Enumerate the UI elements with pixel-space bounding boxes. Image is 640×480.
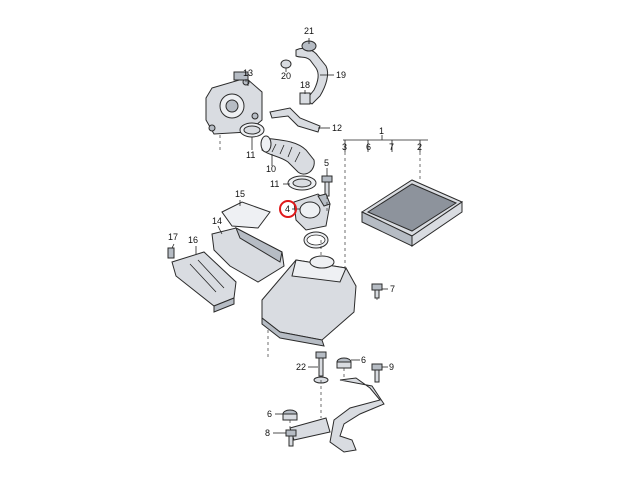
callout-19: 19 [336, 70, 346, 80]
callout-20: 20 [281, 71, 291, 81]
air-filter-housing-part[interactable] [261, 255, 357, 347]
mounting-bracket-part[interactable] [289, 377, 385, 453]
intake-duct-part[interactable] [211, 226, 285, 283]
callout-12: 12 [332, 123, 342, 133]
intake-hose-part[interactable] [260, 135, 315, 175]
assembly-guide-lines [219, 70, 421, 428]
housing-screw-part[interactable] [371, 283, 383, 299]
bolt-part[interactable] [313, 351, 329, 384]
callout-6-nut: 6 [361, 355, 366, 365]
hose-clamp-lower-part[interactable] [287, 175, 317, 191]
bracket-bolt-part[interactable] [371, 363, 383, 383]
clip-part[interactable] [167, 247, 175, 259]
callout-18: 18 [300, 80, 310, 90]
air-mass-meter-part[interactable] [293, 193, 331, 231]
lower-nut-part[interactable] [282, 409, 298, 421]
air-duct-part[interactable] [171, 251, 237, 313]
callout-2: 2 [417, 142, 422, 152]
callout-labels: 1 2 3 4 5 6 7 7 6 9 22 6 8 10 11 11 12 1… [168, 26, 422, 438]
vent-pipe-part[interactable] [280, 40, 329, 105]
callout-11-upper: 11 [246, 150, 255, 160]
callout-21: 21 [304, 26, 314, 36]
callout-15: 15 [235, 189, 245, 199]
callout-group-bracket [343, 135, 428, 152]
callout-11-lower: 11 [270, 179, 279, 189]
callout-13: 13 [243, 68, 253, 78]
breather-hose-part[interactable] [269, 107, 321, 133]
throttle-body-part[interactable] [205, 71, 263, 135]
o-ring-part[interactable] [303, 231, 329, 249]
hose-clamp-upper-part[interactable] [239, 122, 265, 138]
screw-part[interactable] [321, 175, 333, 197]
callout-16: 16 [188, 235, 198, 245]
callout-5: 5 [324, 158, 329, 168]
callout-3: 3 [342, 142, 347, 152]
callout-9: 9 [389, 362, 394, 372]
callout-7: 7 [390, 284, 395, 294]
callout-8: 8 [265, 428, 270, 438]
nut-part[interactable] [336, 357, 352, 369]
callout-7-bracket: 7 [389, 142, 394, 152]
lower-screw-part[interactable] [285, 429, 297, 447]
callout-22: 22 [296, 362, 306, 372]
callout-4[interactable]: 4 [285, 204, 290, 214]
highlight-ring [279, 200, 297, 218]
callout-14: 14 [212, 216, 222, 226]
seal-part[interactable] [221, 201, 271, 229]
air-filter-element-part[interactable] [360, 179, 464, 247]
callout-17: 17 [168, 232, 178, 242]
callout-10: 10 [266, 164, 276, 174]
callout-6-bracket: 6 [366, 142, 371, 152]
leader-lines [171, 38, 388, 434]
callout-1: 1 [379, 126, 384, 136]
callout-6-lower: 6 [267, 409, 272, 419]
